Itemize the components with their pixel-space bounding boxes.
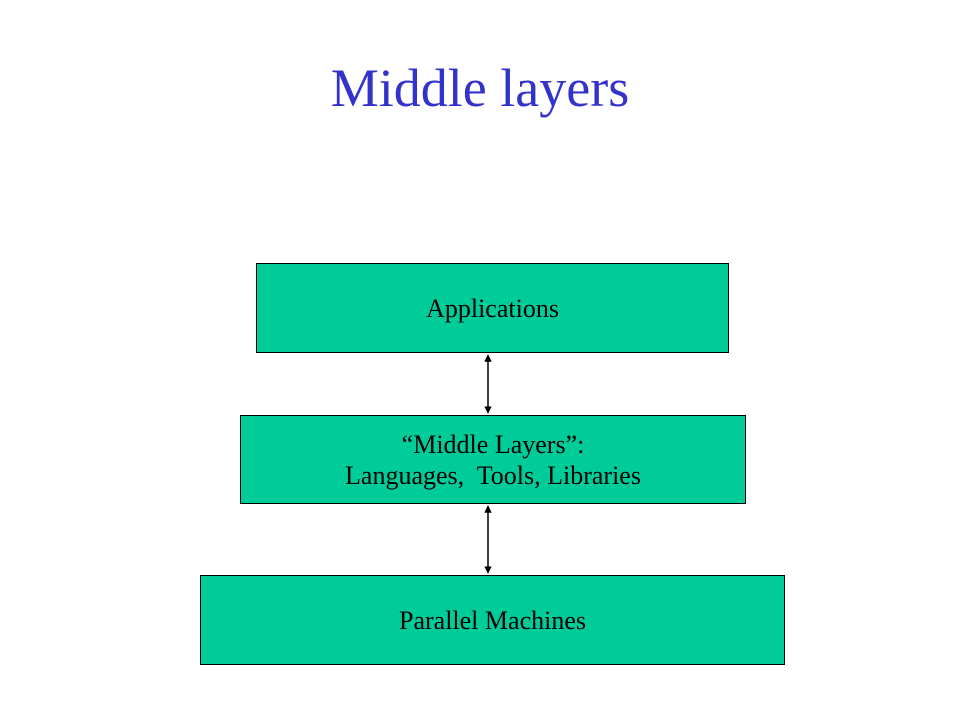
parallel-machines-box: Parallel Machines (200, 575, 785, 665)
applications-label: Applications (426, 293, 559, 323)
middle-layers-box: “Middle Layers”: Languages, Tools, Libra… (240, 415, 746, 504)
slide-title: Middle layers (330, 58, 630, 118)
applications-box: Applications (256, 263, 729, 353)
middle-layers-label: “Middle Layers”: (401, 429, 585, 459)
middle-layers-sublabel: Languages, Tools, Libraries (345, 460, 641, 490)
parallel-machines-label: Parallel Machines (399, 605, 586, 635)
